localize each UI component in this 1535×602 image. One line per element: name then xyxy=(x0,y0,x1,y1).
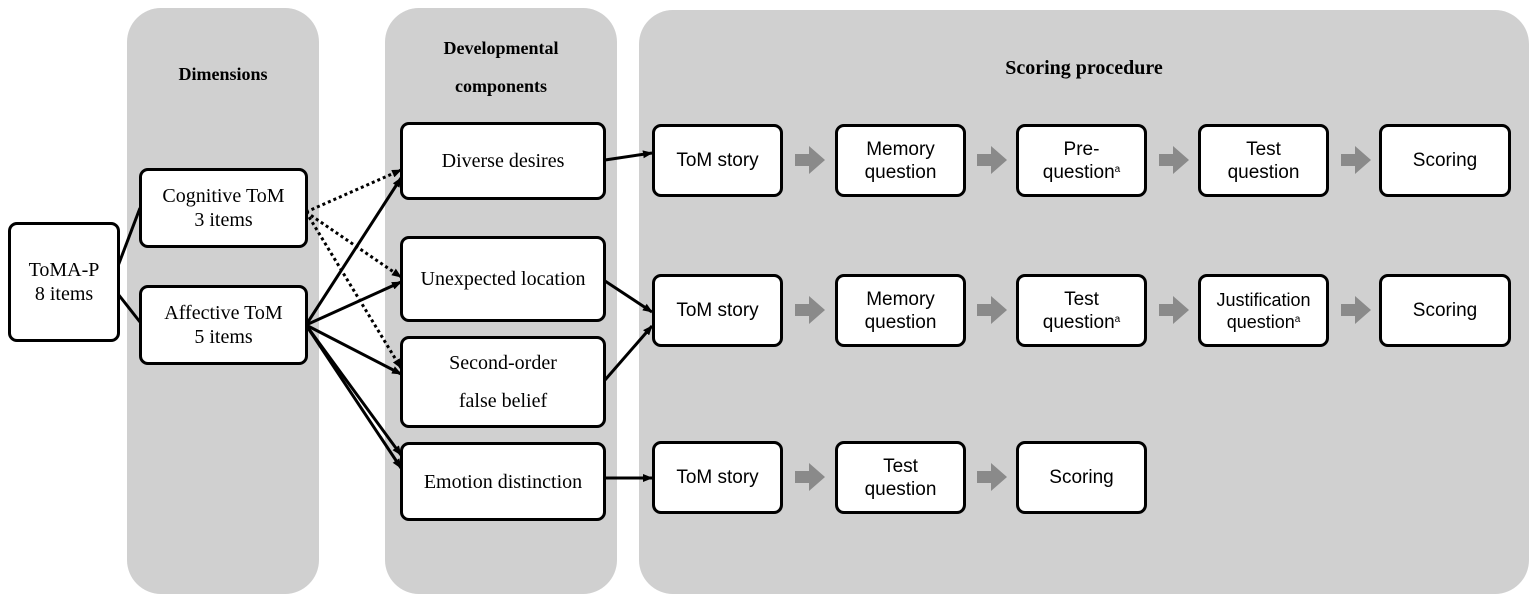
row1-memory-box: Memory question xyxy=(835,124,966,197)
row2-scoring-box: Scoring xyxy=(1379,274,1511,347)
root-to-cognitive-line xyxy=(116,207,142,267)
row2-test-line2: question xyxy=(1042,311,1115,333)
emotion-distinction-label: Emotion distinction xyxy=(423,470,583,493)
cognitive-to-unexpected-line xyxy=(305,210,402,279)
row3-test-question-box: Test question xyxy=(835,441,966,514)
row2-memory-line2: question xyxy=(864,311,937,333)
row3-scoring-box: Scoring xyxy=(1016,441,1147,514)
step-arrow-icon xyxy=(795,463,825,491)
row3-test-line2: question xyxy=(864,478,937,500)
row2-justification-footnote-mark: a xyxy=(1294,313,1301,325)
affective-to-secondorder-line xyxy=(305,323,402,376)
row1-test-line2: question xyxy=(1227,161,1300,183)
step-arrow-icon xyxy=(795,146,825,174)
row3-story-label: ToM story xyxy=(676,467,759,488)
row1-scoring-label: Scoring xyxy=(1412,150,1478,171)
row2-scoring-label: Scoring xyxy=(1412,300,1478,321)
row1-pre-question-box: Pre- questiona xyxy=(1016,124,1147,197)
components-title-line1: Developmental xyxy=(443,38,559,58)
diverse-to-story-line xyxy=(604,150,653,162)
step-arrow-icon xyxy=(1341,296,1371,324)
secondorder-to-story-line xyxy=(603,325,654,381)
row1-scoring-box: Scoring xyxy=(1379,124,1511,197)
row1-story-box: ToM story xyxy=(652,124,783,197)
affective-tom-box: Affective ToM 5 items xyxy=(139,285,308,365)
row1-memory-line1: Memory xyxy=(866,138,935,160)
affective-tom-label: Affective ToM xyxy=(164,302,283,324)
row2-story-label: ToM story xyxy=(676,300,759,321)
dimensions-title: Dimensions xyxy=(178,64,268,84)
row1-story-label: ToM story xyxy=(676,150,759,171)
row2-justification-box: Justification questiona xyxy=(1198,274,1329,347)
row3-story-box: ToM story xyxy=(652,441,783,514)
step-arrow-icon xyxy=(795,296,825,324)
unexpected-location-box: Unexpected location xyxy=(400,236,606,322)
affective-to-emotion-line-b xyxy=(304,324,403,469)
row2-justification-line2-wrap: questiona xyxy=(1227,311,1301,333)
row1-memory-line2: question xyxy=(864,161,937,183)
second-order-false-belief-box: Second-order false belief xyxy=(400,336,606,428)
row2-test-line1: Test xyxy=(1064,288,1099,310)
unexpected-to-story-line xyxy=(604,279,653,314)
affective-to-diverse-line xyxy=(304,177,403,326)
row1-test-line1: Test xyxy=(1246,138,1281,160)
row1-pre-footnote-mark: a xyxy=(1114,163,1121,175)
diverse-desires-label: Diverse desires xyxy=(441,150,565,172)
cognitive-tom-items: 3 items xyxy=(194,209,253,231)
row2-story-box: ToM story xyxy=(652,274,783,347)
step-arrow-icon xyxy=(977,146,1007,174)
step-arrow-icon xyxy=(1341,146,1371,174)
row2-test-footnote-mark: a xyxy=(1114,313,1121,325)
scoring-title: Scoring procedure xyxy=(1005,57,1163,79)
row1-pre-line1: Pre- xyxy=(1063,138,1100,160)
cognitive-tom-box: Cognitive ToM 3 items xyxy=(139,168,308,248)
cognitive-to-secondorder-line xyxy=(304,211,403,369)
root-to-affective-line xyxy=(116,293,142,323)
unexpected-location-label: Unexpected location xyxy=(420,268,586,290)
row1-pre-line2: question xyxy=(1042,161,1115,183)
row2-test-line2-wrap: questiona xyxy=(1043,311,1120,334)
toma-p-items: 8 items xyxy=(34,283,94,305)
row2-test-question-box: Test questiona xyxy=(1016,274,1147,347)
step-arrow-icon xyxy=(1159,296,1189,324)
step-arrow-icon xyxy=(977,296,1007,324)
row2-justification-line1: Justification xyxy=(1216,289,1311,310)
step-arrow-icon xyxy=(1159,146,1189,174)
row2-memory-box: Memory question xyxy=(835,274,966,347)
affective-to-unexpected-line xyxy=(305,280,402,327)
diverse-desires-box: Diverse desires xyxy=(400,122,606,200)
toma-p-box: ToMA-P 8 items xyxy=(8,222,120,342)
emotion-distinction-box: Emotion distinction xyxy=(400,442,606,521)
cognitive-tom-label: Cognitive ToM xyxy=(162,185,285,207)
row1-pre-line2-wrap: questiona xyxy=(1043,161,1120,184)
second-order-label-line2: false belief xyxy=(458,390,548,412)
row2-memory-line1: Memory xyxy=(866,288,935,310)
toma-p-label: ToMA-P xyxy=(28,259,100,281)
row3-test-line1: Test xyxy=(883,455,918,477)
step-arrow-icon xyxy=(977,463,1007,491)
cognitive-to-diverse-line xyxy=(305,168,402,214)
row2-justification-line2: question xyxy=(1226,311,1295,332)
row1-test-question-box: Test question xyxy=(1198,124,1329,197)
row3-scoring-label: Scoring xyxy=(1049,467,1114,488)
second-order-label-line1: Second-order xyxy=(449,352,557,374)
affective-tom-items: 5 items xyxy=(194,326,253,348)
components-title-line2: components xyxy=(454,76,547,96)
